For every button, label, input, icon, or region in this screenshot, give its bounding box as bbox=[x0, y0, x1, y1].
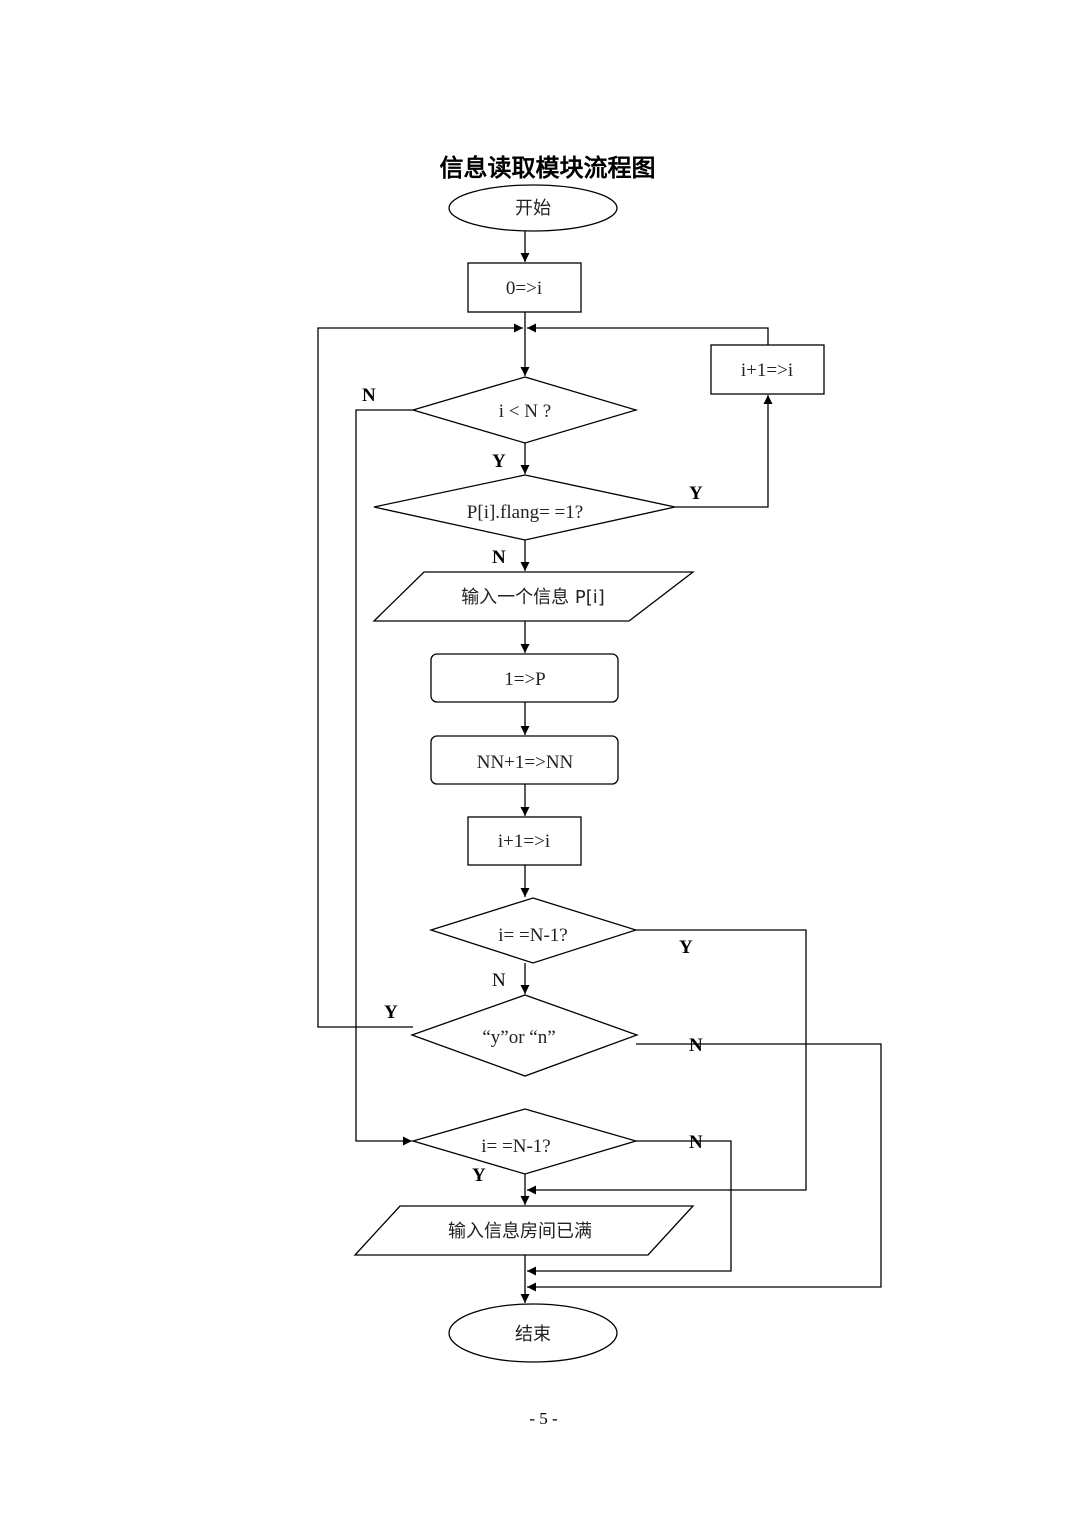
cond-full-1-label: i= =N-1? bbox=[498, 925, 567, 946]
label-yn-no: N bbox=[689, 1035, 703, 1056]
label-full1-yes: Y bbox=[679, 937, 693, 958]
edge-cond-no-to-full2 bbox=[355, 409, 413, 1146]
edge-side-incr-loop bbox=[527, 323, 769, 345]
side-incr-label: i+1=>i bbox=[741, 360, 793, 381]
node-set-p: 1=>P bbox=[430, 653, 619, 703]
incr-i-process-box bbox=[467, 816, 582, 866]
end-terminal bbox=[448, 1303, 618, 1363]
set-p-label: 1=>P bbox=[504, 669, 546, 690]
incr-i-label: i+1=>i bbox=[498, 831, 550, 852]
cond-full-2-label: i= =N-1? bbox=[481, 1136, 550, 1157]
output-parallelogram bbox=[353, 1205, 695, 1256]
node-cond-i-lt-n: i < N ? bbox=[410, 376, 639, 444]
label-flag-yes: Y bbox=[689, 483, 703, 504]
connectors bbox=[317, 231, 882, 1303]
node-end: 结束 bbox=[448, 1303, 618, 1363]
edge-yn-yes-loop bbox=[317, 323, 523, 1028]
cond-full-1-diamond bbox=[428, 897, 639, 964]
edge-flag-yes-to-side-incr bbox=[675, 395, 773, 508]
cond-full-2-diamond bbox=[410, 1108, 639, 1175]
start-label: 开始 bbox=[515, 198, 551, 219]
init-process-box bbox=[467, 262, 582, 313]
edge-yn-no-to-end bbox=[527, 1043, 882, 1292]
node-input-info: 输入一个信息 P[i] bbox=[372, 571, 695, 622]
page-title: 信息读取模块流程图 bbox=[439, 154, 656, 182]
edge-labels: N Y Y N Y N Y N N Y bbox=[362, 385, 703, 1186]
node-incr-i-side: i+1=>i bbox=[710, 344, 825, 395]
cond-yes-no-label: “y”or “n” bbox=[482, 1027, 555, 1048]
label-i-lt-n-yes: Y bbox=[492, 451, 506, 472]
page-number: - 5 - bbox=[529, 1409, 558, 1428]
edge-full2-no-to-end bbox=[527, 1140, 732, 1276]
side-incr-process-box bbox=[710, 344, 825, 395]
cond-flag-diamond bbox=[373, 474, 676, 541]
node-cond-flag: P[i].flang= =1? bbox=[373, 474, 676, 541]
cond-yes-no-diamond bbox=[410, 994, 639, 1077]
incr-nn-label: NN+1=>NN bbox=[477, 752, 574, 773]
init-label: 0=>i bbox=[506, 278, 542, 299]
start-terminal bbox=[448, 184, 618, 232]
node-incr-nn: NN+1=>NN bbox=[430, 735, 619, 785]
set-p-rounded-box bbox=[430, 653, 619, 703]
node-cond-full-1: i= =N-1? bbox=[428, 897, 639, 964]
label-i-lt-n-no: N bbox=[362, 385, 376, 406]
label-flag-no: N bbox=[492, 547, 506, 568]
output-full-label: 输入信息房间已满 bbox=[448, 1221, 592, 1242]
label-full1-no: N bbox=[492, 970, 506, 991]
end-label: 结束 bbox=[515, 1324, 551, 1345]
node-incr-i: i+1=>i bbox=[467, 816, 582, 866]
node-start: 开始 bbox=[448, 184, 618, 232]
edge-full1-yes-to-output bbox=[527, 929, 807, 1195]
label-yn-yes: Y bbox=[384, 1002, 398, 1023]
input-parallelogram bbox=[372, 571, 695, 622]
label-full2-no: N bbox=[689, 1132, 703, 1153]
node-cond-full-2: i= =N-1? bbox=[410, 1108, 639, 1175]
label-full2-yes: Y bbox=[472, 1165, 486, 1186]
cond-i-lt-n-label: i < N ? bbox=[499, 401, 551, 422]
input-info-label: 输入一个信息 P[i] bbox=[461, 587, 605, 608]
cond-flag-label: P[i].flang= =1? bbox=[467, 502, 583, 523]
node-cond-yes-no: “y”or “n” bbox=[410, 994, 639, 1077]
incr-nn-rounded-box bbox=[430, 735, 619, 785]
node-output-full: 输入信息房间已满 bbox=[353, 1205, 695, 1256]
node-init-i: 0=>i bbox=[467, 262, 582, 313]
cond-i-lt-n-diamond bbox=[410, 376, 639, 444]
